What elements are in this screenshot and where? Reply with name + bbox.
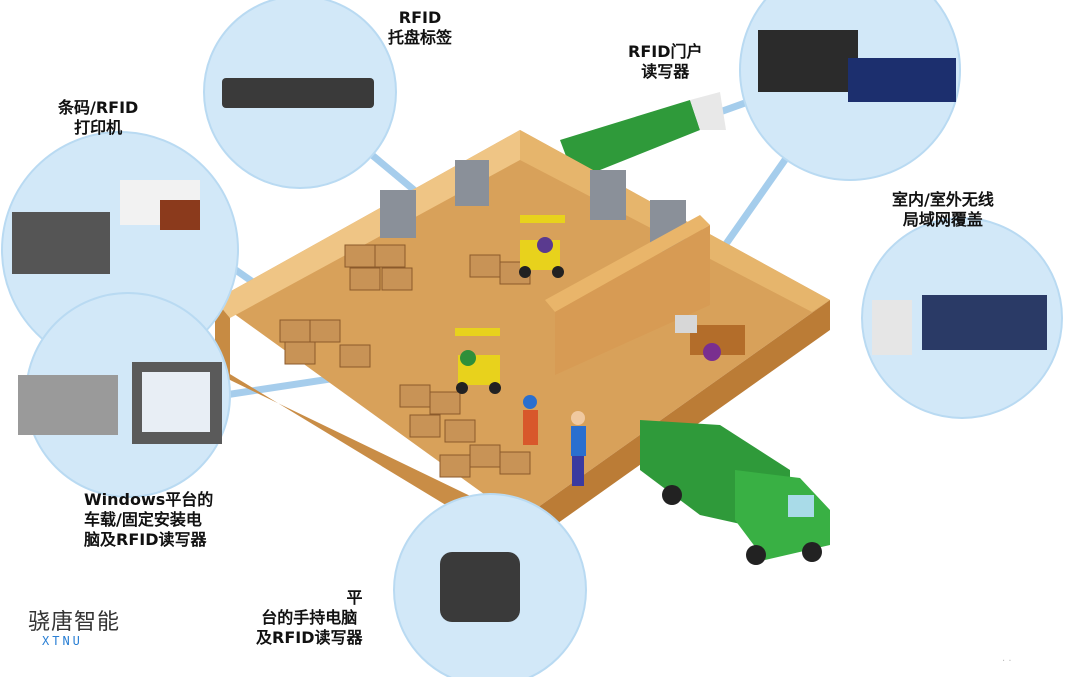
trailer-truck-back	[560, 92, 726, 180]
label-portal-reader: RFID门户读写器	[628, 42, 703, 81]
brand-logo-sub: XTNU	[42, 634, 83, 648]
bubble-pallet-tag	[203, 0, 397, 189]
delivery-truck-front	[640, 420, 830, 565]
label-vehicle-pc: Windows平台的车载/固定安装电脑及RFID读写器	[84, 490, 214, 549]
bubble-wlan	[861, 217, 1063, 419]
workers	[523, 395, 586, 486]
forklift-back	[519, 215, 565, 278]
bubble-vehicle-pc	[18, 292, 231, 498]
label-handheld: 平台的手持电脑及RFID读写器	[256, 588, 363, 647]
label-wlan: 室内/室外无线局域网覆盖	[892, 190, 994, 229]
brand-logo: 骁唐智能	[28, 610, 121, 635]
bubble-handheld	[393, 493, 587, 677]
forklift-front	[455, 328, 501, 394]
bubble-portal-reader	[739, 0, 961, 181]
corner-mark: · ·	[1002, 656, 1012, 667]
cargo-boxes	[279, 244, 531, 478]
